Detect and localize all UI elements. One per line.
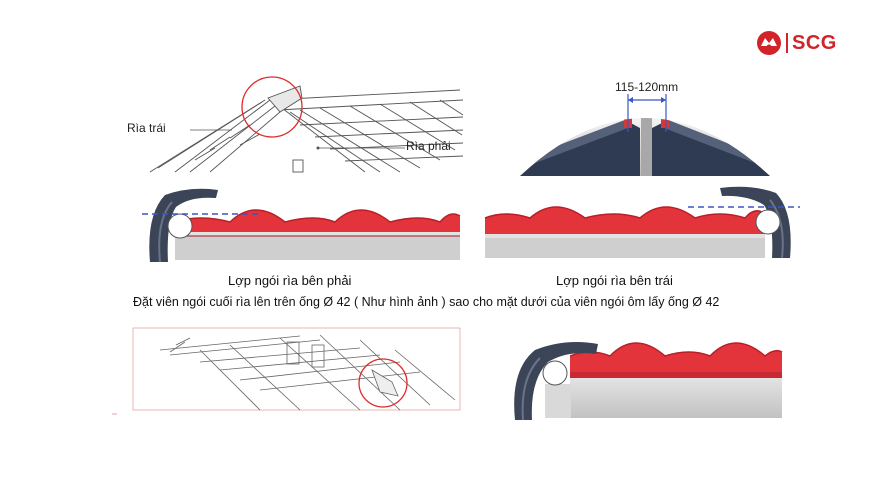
brand-logo: SCG xyxy=(756,29,866,57)
ridge-gap-dimension: 115-120mm xyxy=(615,80,679,94)
edge-highlight-circle xyxy=(358,358,408,408)
label-left-edge: Rìa trái xyxy=(127,121,166,135)
label-right-edge: Rìa phải xyxy=(406,139,451,153)
brand-name: SCG xyxy=(792,31,837,54)
caption-right-edge: Lợp ngói rìa bên phải xyxy=(228,273,352,288)
pipe-circle-right xyxy=(755,209,781,235)
logo-divider xyxy=(786,33,788,53)
pipe-circle-left xyxy=(167,213,193,239)
scg-emblem-icon xyxy=(757,31,781,55)
caption-left-edge: Lợp ngói rìa bên trái xyxy=(556,273,673,288)
pipe-circle-bottom xyxy=(542,360,568,386)
ridge-highlight-circle xyxy=(241,76,303,138)
instruction-text: Đặt viên ngói cuối rìa lên trên ống Ø 42… xyxy=(133,295,720,309)
